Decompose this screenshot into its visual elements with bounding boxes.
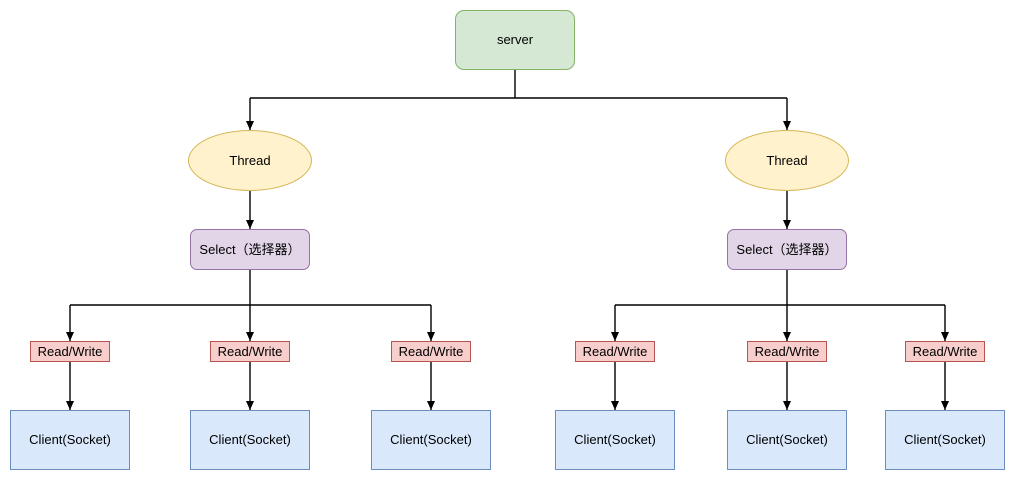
client-label: Client(Socket) xyxy=(746,432,828,448)
client-node-2: Client(Socket) xyxy=(190,410,310,470)
readwrite-to-client-edges xyxy=(66,362,949,410)
read-write-label: Read/Write xyxy=(912,343,978,359)
read-write-label: Read/Write xyxy=(582,343,648,359)
selector-label: Select（选择器） xyxy=(736,241,838,257)
server-node: server xyxy=(455,10,575,70)
read-write-label: Read/Write xyxy=(37,343,103,359)
client-node-6: Client(Socket) xyxy=(885,410,1005,470)
client-label: Client(Socket) xyxy=(904,432,986,448)
client-node-1: Client(Socket) xyxy=(10,410,130,470)
selector-node-left: Select（选择器） xyxy=(190,229,310,270)
thread-label: Thread xyxy=(229,152,271,168)
read-write-label: Read/Write xyxy=(398,343,464,359)
read-write-node-3: Read/Write xyxy=(391,341,471,362)
selector-to-readwrite-edges xyxy=(66,270,949,341)
client-node-4: Client(Socket) xyxy=(555,410,675,470)
thread-to-selector-edges xyxy=(246,191,791,229)
read-write-node-5: Read/Write xyxy=(747,341,827,362)
thread-label: Thread xyxy=(766,152,808,168)
client-label: Client(Socket) xyxy=(209,432,291,448)
read-write-node-6: Read/Write xyxy=(905,341,985,362)
client-node-3: Client(Socket) xyxy=(371,410,491,470)
read-write-node-2: Read/Write xyxy=(210,341,290,362)
client-label: Client(Socket) xyxy=(29,432,111,448)
read-write-label: Read/Write xyxy=(754,343,820,359)
thread-node-left: Thread xyxy=(188,130,312,191)
client-node-5: Client(Socket) xyxy=(727,410,847,470)
server-label: server xyxy=(496,32,534,48)
server-to-threads-edges xyxy=(246,70,791,130)
client-label: Client(Socket) xyxy=(390,432,472,448)
client-label: Client(Socket) xyxy=(574,432,656,448)
selector-label: Select（选择器） xyxy=(199,241,301,257)
thread-node-right: Thread xyxy=(725,130,849,191)
read-write-label: Read/Write xyxy=(217,343,283,359)
selector-node-right: Select（选择器） xyxy=(727,229,847,270)
read-write-node-1: Read/Write xyxy=(30,341,110,362)
read-write-node-4: Read/Write xyxy=(575,341,655,362)
